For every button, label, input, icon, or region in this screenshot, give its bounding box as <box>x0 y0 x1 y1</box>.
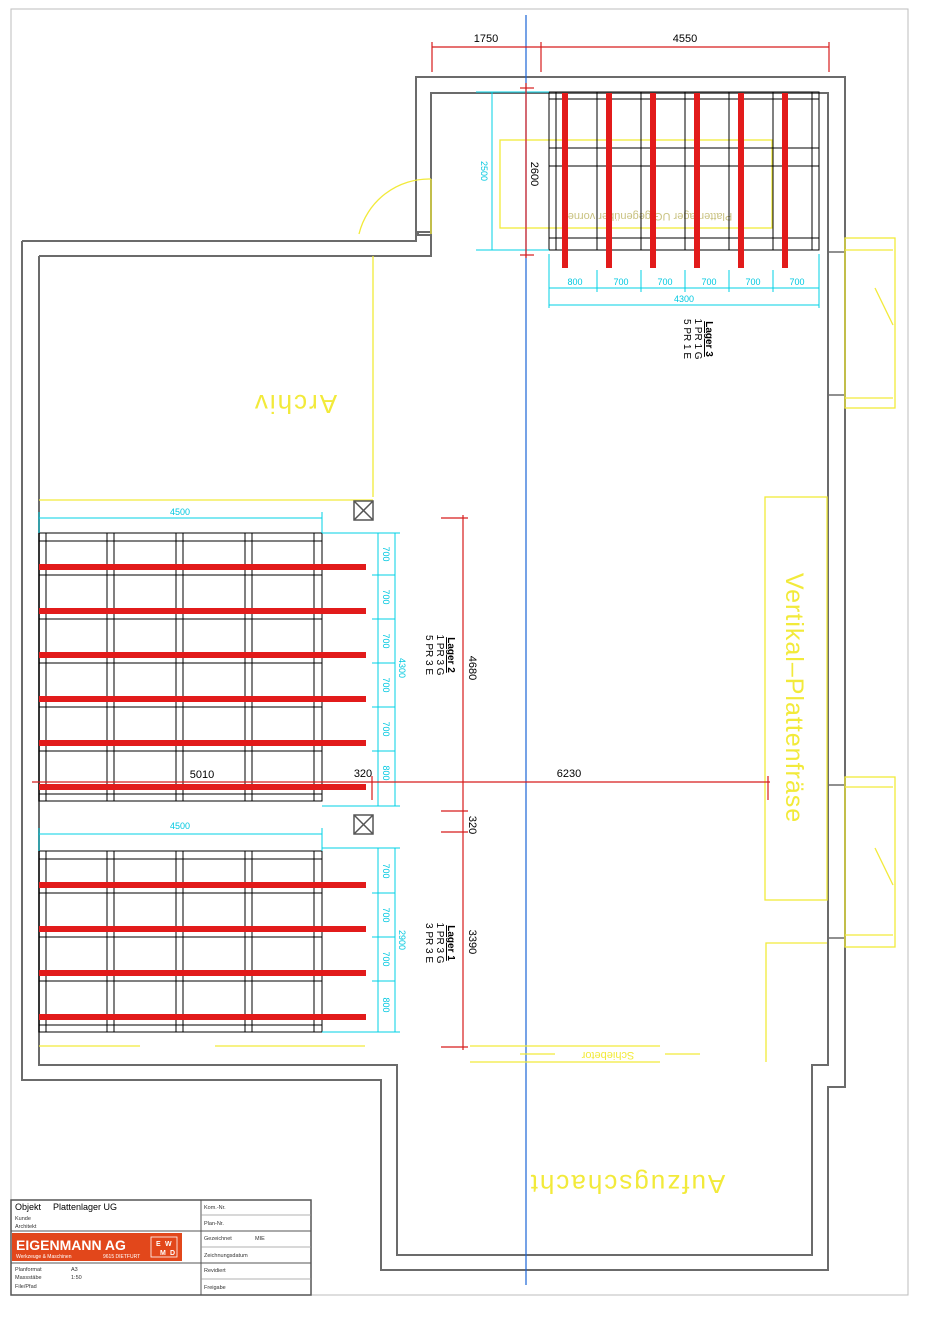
l3-bay-1: 800 <box>567 277 582 287</box>
freigabe-label: Freigabe <box>204 1285 226 1291</box>
dim-320-horizontal: 320 <box>354 768 372 780</box>
svg-text:5 PR 1 E: 5 PR 1 E <box>681 319 692 359</box>
svg-text:Lager 3: Lager 3 <box>703 321 714 357</box>
l1-bay-2: 700 <box>381 907 391 922</box>
column-marker-bottom <box>353 814 374 835</box>
planformat-label: Planformat <box>15 1267 42 1273</box>
objekt-value: Plattenlager UG <box>53 1202 117 1212</box>
l1-bay-3: 700 <box>381 951 391 966</box>
sliding-door-label: Schiebetor <box>581 1049 634 1061</box>
lager-3-rack <box>548 91 820 268</box>
svg-text:M: M <box>160 1250 166 1257</box>
zeichnungsdatum-label: Zeichnungsdatum <box>204 1253 248 1259</box>
dim-2600: 2600 <box>528 162 540 186</box>
company-sub-left: Werkzeuge & Maschinen <box>16 1254 72 1260</box>
massstab-label: Massstäbe <box>15 1275 42 1281</box>
lager-2-rack <box>38 532 366 802</box>
svg-text:3 PR 3 E: 3 PR 3 E <box>423 923 434 963</box>
l3-bay-2: 700 <box>613 277 628 287</box>
dim-6230: 6230 <box>557 768 581 780</box>
elevator-shaft-label: Aufzugschacht <box>529 1169 726 1199</box>
lager-1-rack <box>38 850 366 1033</box>
l2-bay-1: 700 <box>381 546 391 561</box>
revidiert-label: Revidiert <box>204 1268 226 1274</box>
l2-bay-3: 700 <box>381 633 391 648</box>
drawing-frame <box>10 8 909 1296</box>
dim-4680: 4680 <box>466 656 478 680</box>
gezeichnet-label: Gezeichnet <box>204 1236 232 1242</box>
svg-text:1 PR 3 G: 1 PR 3 G <box>434 634 445 675</box>
svg-text:Lager 2: Lager 2 <box>445 637 456 673</box>
lager-1-label: Lager 1 1 PR 3 G 3 PR 3 E <box>423 922 456 963</box>
objekt-label: Objekt <box>15 1202 42 1212</box>
svg-text:D: D <box>170 1250 175 1257</box>
archive-label: Archiv <box>253 389 337 419</box>
l3-bay-6: 700 <box>789 277 804 287</box>
l1-total: 2900 <box>397 930 407 950</box>
lager-2-label: Lager 2 1 PR 3 G 5 PR 3 E <box>423 634 456 675</box>
dim-5010: 5010 <box>190 769 214 781</box>
l2-total: 4300 <box>397 658 407 678</box>
l2-bay-6: 800 <box>381 765 391 780</box>
dim-3390: 3390 <box>466 930 478 954</box>
svg-text:W: W <box>165 1241 172 1248</box>
l1-bay-1: 700 <box>381 863 391 878</box>
l3-bay-5: 700 <box>745 277 760 287</box>
plan-nr-label: Plan-Nr. <box>204 1221 224 1227</box>
l3-bay-3: 700 <box>657 277 672 287</box>
column-marker-top <box>353 500 374 521</box>
company-sub-right: 9615 DIETFURT <box>103 1254 140 1260</box>
svg-text:5 PR 3 E: 5 PR 3 E <box>423 635 434 675</box>
cyan-dimension-lines <box>38 91 820 1033</box>
l1-width: 4500 <box>170 821 190 831</box>
l2-width: 4500 <box>170 507 190 517</box>
planformat-value: A3 <box>71 1267 78 1273</box>
yellow-annotations <box>39 139 896 1063</box>
company-name: EIGENMANN AG <box>16 1237 126 1253</box>
svg-text:E: E <box>156 1241 161 1248</box>
file-label: File/Pfad <box>15 1284 37 1290</box>
red-dimension-lines <box>32 42 830 1050</box>
l3-bay-4: 700 <box>701 277 716 287</box>
l2-bay-5: 700 <box>381 721 391 736</box>
machine-label: Vertikal–Plattenfräse <box>780 573 808 823</box>
massstab-value: 1:50 <box>71 1275 82 1281</box>
l3-total: 4300 <box>674 294 694 304</box>
svg-text:1 PR 1 G: 1 PR 1 G <box>692 318 703 359</box>
building-walls <box>21 76 846 1271</box>
ewmd-logo-icon: E W M D <box>150 1236 178 1258</box>
kunde-label: Kunde <box>15 1216 31 1222</box>
l1-bay-4: 800 <box>381 997 391 1012</box>
dim-320-vertical: 320 <box>466 816 478 834</box>
architekt-label: Architekt <box>15 1224 37 1230</box>
svg-text:Lager 1: Lager 1 <box>445 925 456 961</box>
dim-4550: 4550 <box>673 33 697 45</box>
dim-1750: 1750 <box>474 33 498 45</box>
lager-3-label: Lager 3 1 PR 1 G 5 PR 1 E <box>681 318 714 359</box>
kom-nr-label: Kom.-Nr. <box>204 1205 226 1211</box>
l2-bay-2: 700 <box>381 589 391 604</box>
gezeichnet-value: MIE <box>255 1236 265 1242</box>
svg-text:1 PR 3 G: 1 PR 3 G <box>434 922 445 963</box>
l2-bay-4: 700 <box>381 677 391 692</box>
dim-2500: 2500 <box>479 161 489 181</box>
